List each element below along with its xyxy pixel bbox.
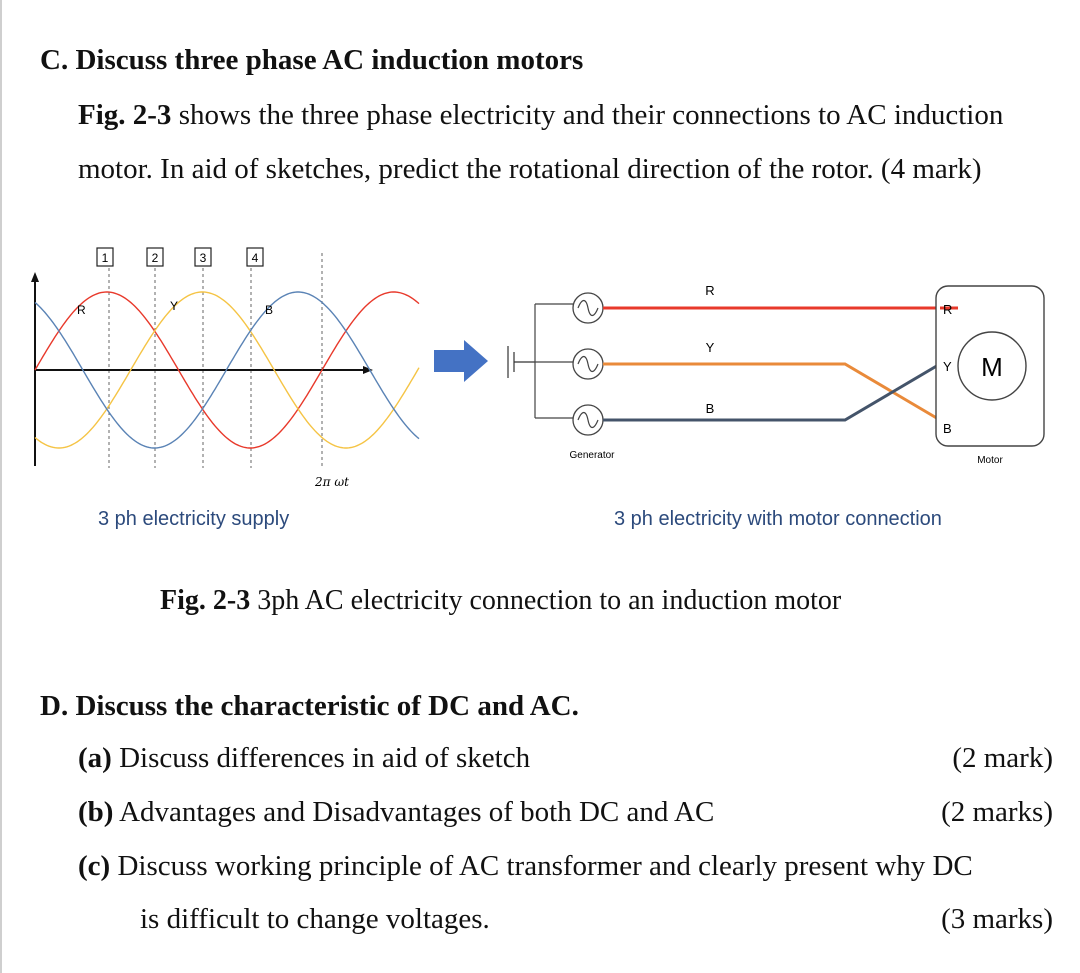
question-b-text: Advantages and Disadvantages of both DC … <box>119 796 715 828</box>
question-c-continuation: is difficult to change voltages. (3 mark… <box>140 903 1053 936</box>
terminal-label-r: R <box>943 302 952 317</box>
figure-caption: Fig. 2-3 3ph AC electricity connection t… <box>160 585 841 617</box>
question-b-label: (b) <box>78 796 114 828</box>
question-c-label: (c) <box>78 850 111 882</box>
marker-label-4: 4 <box>252 251 259 265</box>
line-y-crossed <box>603 362 941 422</box>
question-c-marks: (3 marks) <box>941 903 1053 935</box>
generator-sources <box>572 292 604 436</box>
terminal-label-b: B <box>943 421 952 436</box>
section-d-heading: D. Discuss the characteristic of DC and … <box>40 690 579 722</box>
axis-label-2pi: 2π ωt <box>314 475 349 489</box>
marker-label-3: 3 <box>200 251 207 265</box>
section-c-heading: C. Discuss three phase AC induction moto… <box>40 44 584 76</box>
line-label-r: R <box>705 283 714 298</box>
right-arrow-icon <box>434 340 488 382</box>
marker-box-1 <box>96 247 114 267</box>
motor-connection-diagram: R Y B M R Y B Generator Motor <box>507 283 1045 466</box>
wave-label-b: B <box>265 303 273 317</box>
wave-label-y: Y <box>170 299 178 313</box>
left-figure-caption: 3 ph electricity supply <box>98 508 290 530</box>
wave-label-r: R <box>77 303 86 317</box>
question-b: (b) Advantages and Disadvantages of both… <box>78 796 1053 829</box>
question-c-text: Discuss working principle of AC transfor… <box>117 850 973 882</box>
x-axis-arrow <box>363 366 373 374</box>
marker-box-4 <box>246 247 264 267</box>
generator-label: Generator <box>569 450 615 461</box>
page-edge <box>0 0 2 973</box>
terminal-label-y: Y <box>943 359 952 374</box>
marker-box-3 <box>194 247 212 267</box>
phase-r-wave <box>34 291 420 449</box>
line-label-y: Y <box>706 340 715 355</box>
question-a: (a) Discuss differences in aid of sketch… <box>78 742 1053 775</box>
question-a-text: Discuss differences in aid of sketch <box>119 742 531 774</box>
motor-symbol-letter: M <box>981 352 1003 382</box>
marker-box-2 <box>146 247 164 267</box>
question-c-text-continued: is difficult to change voltages. <box>140 903 490 935</box>
section-c-line2: motor. In aid of sketches, predict the r… <box>78 153 982 185</box>
figure-caption-text: 3ph AC electricity connection to an indu… <box>250 585 842 616</box>
question-c: (c) Discuss working principle of AC tran… <box>78 850 1053 883</box>
right-figure-caption: 3 ph electricity with motor connection <box>614 508 942 530</box>
marker-label-1: 1 <box>102 251 109 265</box>
fig-reference: Fig. 2-3 <box>78 99 172 131</box>
question-a-label: (a) <box>78 742 112 774</box>
question-a-marks: (2 mark) <box>952 742 1053 774</box>
neutral-bus <box>534 303 573 419</box>
line-label-b: B <box>706 401 715 416</box>
phase-markers: 1 2 3 4 <box>96 247 264 267</box>
section-c-paragraph: Fig. 2-3 shows the three phase electrici… <box>78 88 1068 196</box>
y-axis-arrow <box>31 272 39 282</box>
marker-guide-lines <box>108 253 323 468</box>
neutral-ground-symbol <box>507 346 535 378</box>
figure-caption-ref: Fig. 2-3 <box>160 585 251 616</box>
motor-label: Motor <box>977 455 1003 466</box>
question-b-marks: (2 marks) <box>941 796 1053 828</box>
phase-y-wave <box>34 291 420 449</box>
line-b-crossed <box>603 362 941 422</box>
motor-symbol-circle <box>957 331 1027 401</box>
three-phase-waveform-figure: 1 2 3 4 R Y B 2π ωt <box>31 247 420 489</box>
phase-b-wave <box>34 291 420 449</box>
marker-label-2: 2 <box>152 251 159 265</box>
section-c-line1: shows the three phase electricity and th… <box>171 99 1004 131</box>
